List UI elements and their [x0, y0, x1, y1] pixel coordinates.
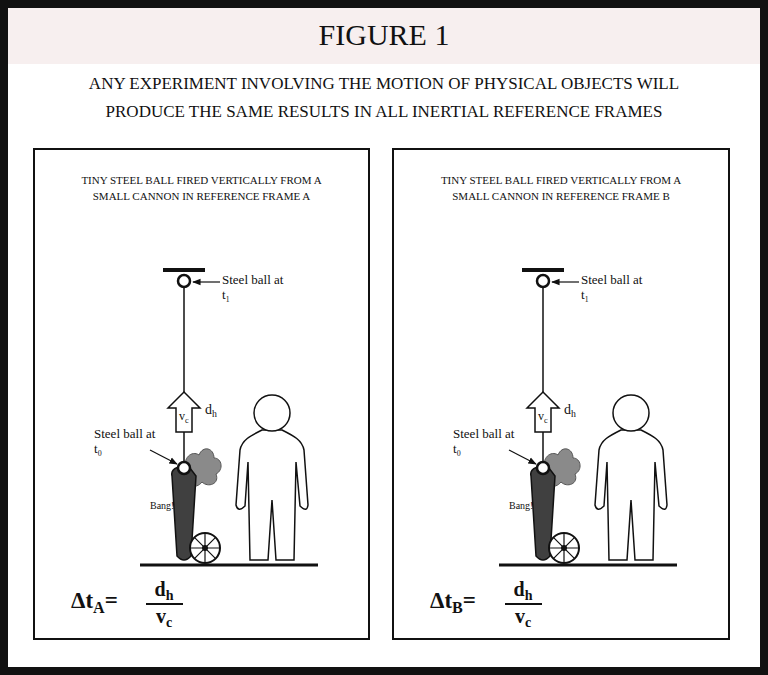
equation-numerator: dh — [155, 578, 174, 604]
ball-label: Steel ball at t₀ — [94, 427, 156, 457]
equation-lhs: ΔtA= — [71, 588, 118, 617]
frame-b-illustration — [499, 270, 677, 604]
ball-label: Steel ball at t₁ — [222, 273, 284, 303]
velocity-symbol: vc — [538, 410, 548, 425]
distance-symbol: dh — [564, 402, 576, 419]
reference-frame-panel: TINY STEEL BALL FIRED VERTICALLY FROM A … — [33, 148, 370, 640]
reference-frame-panel: TINY STEEL BALL FIRED VERTICALLY FROM A … — [392, 148, 730, 640]
ball-label: Steel ball at t₀ — [453, 427, 515, 457]
panel-heading: TINY STEEL BALL FIRED VERTICALLY FROM A … — [425, 172, 697, 204]
distance-symbol: dh — [205, 402, 217, 419]
figure-subtitle: ANY EXPERIMENT INVOLVING THE MOTION OF P… — [34, 70, 734, 126]
equation-denominator: vc — [515, 605, 531, 631]
panel-heading: TINY STEEL BALL FIRED VERTICALLY FROM A … — [66, 172, 338, 204]
velocity-symbol: vc — [179, 410, 189, 425]
sound-label: Bang! — [509, 500, 533, 512]
sound-label: Bang! — [150, 500, 174, 512]
figure-title: FIGURE 1 — [0, 18, 768, 52]
outer-frame — [4, 4, 764, 671]
frame-a-illustration — [140, 270, 318, 604]
equation-lhs: ΔtB= — [430, 588, 476, 617]
equation-denominator: vc — [156, 605, 172, 631]
equation-numerator: dh — [514, 578, 533, 604]
ball-label: Steel ball at t₁ — [581, 273, 643, 303]
